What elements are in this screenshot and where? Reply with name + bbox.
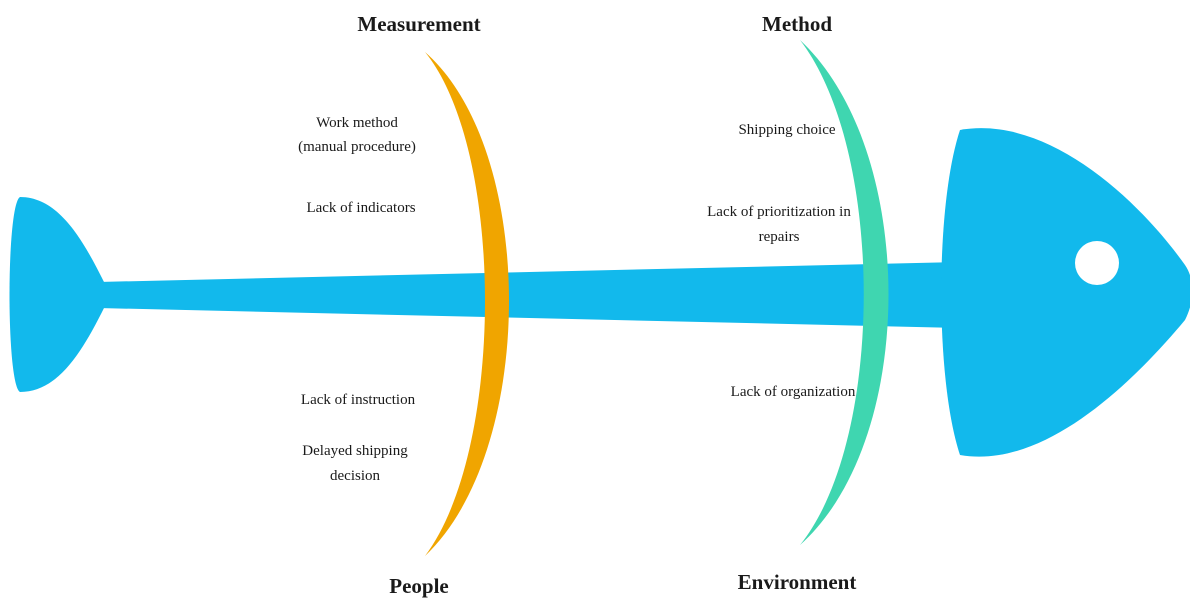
cause-lack-of-instruction: Lack of instruction [300,392,416,408]
cause-delayed-shipping-line2: decision [330,468,380,484]
category-people: People [389,574,449,598]
cause-work-method-line2: (manual procedure) [298,139,416,155]
category-measurement: Measurement [357,12,481,36]
category-environment: Environment [737,570,857,594]
category-method: Method [762,12,832,36]
cause-prioritization-line1: Lack of prioritization in [707,204,851,220]
cause-work-method-line1: Work method [316,115,398,131]
fish-eye [1075,241,1119,285]
cause-lack-of-indicators: Lack of indicators [306,200,416,216]
method-environment-rib [800,40,889,545]
measurement-people-rib [425,52,509,556]
cause-delayed-shipping-line1: Delayed shipping [302,443,408,459]
cause-lack-of-organization: Lack of organization [730,384,856,400]
fish-head [941,128,1190,457]
cause-shipping-choice: Shipping choice [738,122,836,138]
cause-prioritization-line2: repairs [758,229,800,245]
fish-spine [98,262,960,328]
fish-tail [9,197,104,392]
